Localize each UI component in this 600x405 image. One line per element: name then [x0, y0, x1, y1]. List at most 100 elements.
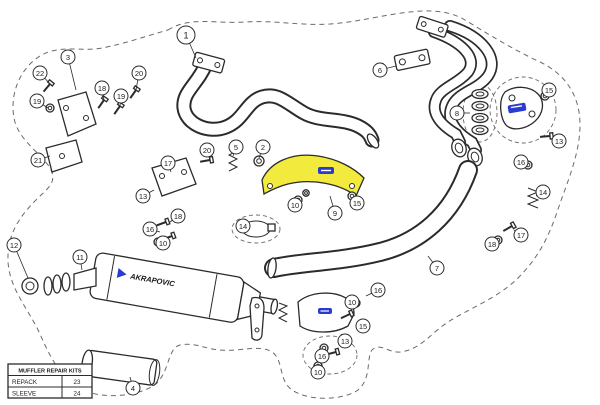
- svg-text:7: 7: [435, 264, 439, 273]
- muffler-inlet-cone: [43, 267, 97, 296]
- callout-16: 16: [142, 221, 161, 237]
- svg-text:14: 14: [539, 188, 547, 197]
- svg-text:16: 16: [374, 286, 382, 295]
- table-row-label: REPACK: [12, 379, 38, 386]
- callout-1: 1: [176, 25, 197, 59]
- right-header-flange: [415, 15, 449, 38]
- heat-shield: [261, 154, 365, 198]
- right-bracket: [500, 86, 544, 130]
- svg-text:14: 14: [239, 222, 247, 231]
- bolt: [129, 84, 142, 99]
- callout-18: 18: [484, 236, 500, 252]
- bolt: [156, 217, 171, 227]
- callout-6: 6: [372, 62, 397, 78]
- svg-text:5: 5: [234, 143, 238, 152]
- svg-text:17: 17: [164, 159, 172, 168]
- spring: [277, 302, 289, 323]
- svg-text:10: 10: [291, 201, 299, 210]
- svg-text:10: 10: [159, 239, 167, 248]
- svg-text:9: 9: [333, 209, 337, 218]
- callout-7: 7: [427, 255, 445, 276]
- svg-text:16: 16: [517, 158, 525, 167]
- mid-flange: [393, 48, 431, 71]
- bolt: [502, 221, 517, 232]
- callout-15: 15: [349, 195, 365, 211]
- svg-text:3: 3: [66, 53, 70, 62]
- callout-15: 15: [541, 82, 557, 98]
- svg-text:15: 15: [545, 86, 553, 95]
- lower-heat-shield: [297, 292, 355, 333]
- callout-16: 16: [513, 154, 529, 170]
- callout-16: 16: [314, 348, 330, 364]
- callout-10: 10: [155, 235, 171, 251]
- callout-18: 18: [169, 208, 186, 224]
- callout-12: 12: [6, 237, 29, 279]
- left-bracket-upper: [57, 91, 97, 137]
- callout-10: 10: [287, 197, 303, 213]
- callout-16: 16: [365, 282, 386, 298]
- svg-text:13: 13: [341, 337, 349, 346]
- callout-4: 4: [125, 376, 141, 396]
- svg-text:17: 17: [517, 231, 525, 240]
- callout-21: 21: [30, 152, 51, 168]
- svg-text:20: 20: [135, 69, 143, 78]
- callout-18: 18: [94, 80, 110, 101]
- svg-text:18: 18: [174, 212, 182, 221]
- svg-text:12: 12: [10, 241, 18, 250]
- callout-22: 22: [32, 65, 51, 85]
- oring-stack: [471, 88, 489, 136]
- svg-text:16: 16: [318, 352, 326, 361]
- collector-inlets: [451, 138, 483, 167]
- svg-text:1: 1: [183, 30, 188, 40]
- muffler-strap: [249, 296, 265, 341]
- svg-text:6: 6: [378, 66, 382, 75]
- group-outline-bracket: [489, 76, 557, 144]
- svg-text:4: 4: [131, 384, 135, 393]
- table-row-label: SLEEVE: [12, 391, 36, 398]
- svg-text:18: 18: [98, 84, 106, 93]
- header-pipe: [176, 56, 380, 149]
- svg-text:16: 16: [146, 225, 154, 234]
- callout-14: 14: [535, 184, 551, 200]
- callout-2: 2: [255, 139, 271, 159]
- svg-text:20: 20: [203, 146, 211, 155]
- svg-text:8: 8: [455, 109, 459, 118]
- right-header-pipes: [428, 20, 498, 156]
- svg-text:19: 19: [117, 92, 125, 101]
- svg-text:15: 15: [353, 199, 361, 208]
- callout-10: 10: [310, 364, 326, 380]
- left-bracket-lower: [45, 139, 83, 173]
- table-title: MUFFLER REPAIR KITS: [18, 369, 82, 375]
- svg-text:13: 13: [555, 137, 563, 146]
- callout-11: 11: [72, 249, 88, 271]
- callout-8: 8: [449, 105, 470, 121]
- group-outline-clamp: [231, 214, 281, 244]
- group-outline-bottom-hardware: [302, 335, 358, 375]
- bolt: [97, 94, 110, 109]
- callout-13: 13: [551, 133, 567, 149]
- link-pipe: [264, 160, 478, 279]
- table-row-value: 23: [74, 379, 81, 386]
- bolt: [539, 132, 554, 140]
- svg-text:19: 19: [33, 97, 41, 106]
- callout-10: 10: [344, 294, 360, 310]
- callout-5: 5: [228, 139, 244, 157]
- callout-15: 15: [355, 318, 371, 334]
- callout-17: 17: [160, 155, 176, 173]
- callout-20: 20: [199, 142, 215, 161]
- svg-text:22: 22: [36, 69, 44, 78]
- washer: [45, 103, 55, 113]
- heat-shield-plate: [261, 154, 365, 198]
- callout-13: 13: [135, 188, 155, 204]
- bolt: [113, 100, 126, 115]
- callout-19: 19: [113, 88, 129, 107]
- svg-text:2: 2: [261, 143, 265, 152]
- inlet-gasket-ring: [21, 277, 39, 295]
- washer: [302, 189, 310, 197]
- callout-17: 17: [513, 227, 529, 243]
- callout-13: 13: [337, 333, 353, 349]
- callout-20: 20: [131, 65, 147, 91]
- muffler-logo-mark: [116, 267, 127, 278]
